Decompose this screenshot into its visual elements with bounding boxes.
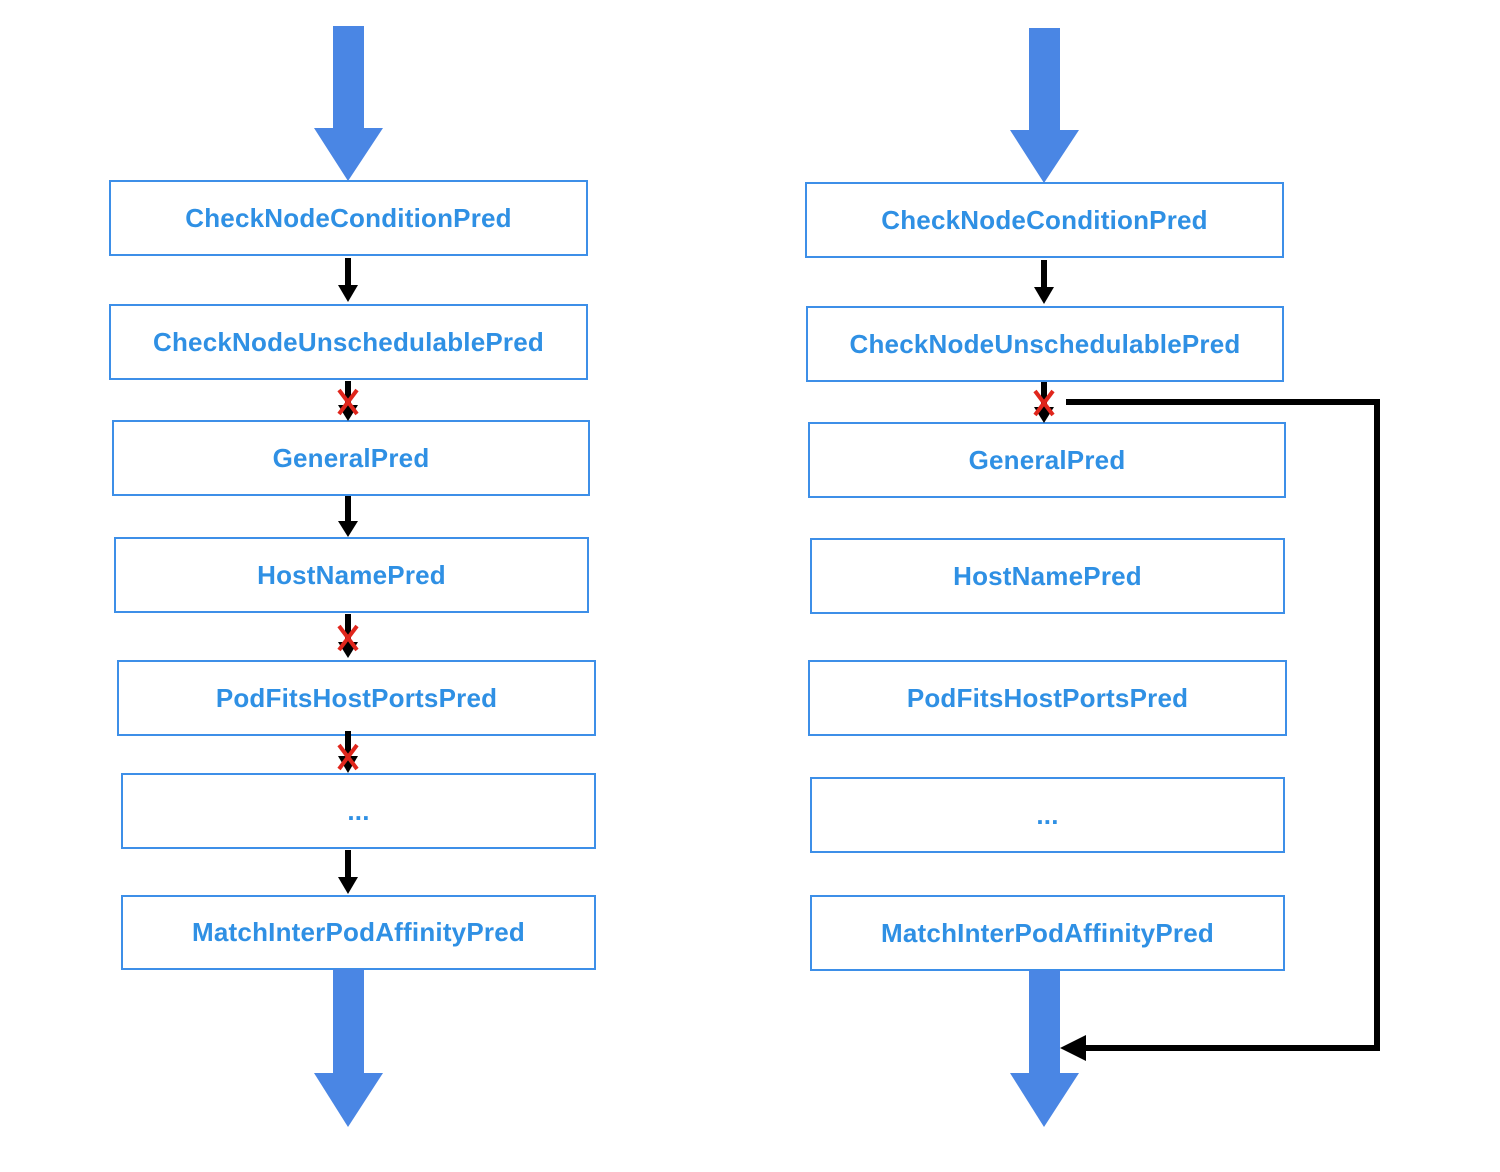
- left-step-arrow-5: [338, 731, 358, 773]
- left-box-general: GeneralPred: [112, 420, 590, 496]
- right-box-check-node-unschedulable: CheckNodeUnschedulablePred: [806, 306, 1284, 382]
- right-box-general: GeneralPred: [808, 422, 1286, 498]
- right-bypass-connector: [1060, 399, 1380, 1061]
- left-box-label: CheckNodeConditionPred: [185, 202, 512, 233]
- right-box-label: ...: [1036, 799, 1059, 830]
- failure-x-icon: [337, 388, 359, 416]
- left-box-check-node-unschedulable: CheckNodeUnschedulablePred: [109, 304, 588, 380]
- left-step-arrow-1: [338, 258, 358, 302]
- failure-x-icon: [1033, 389, 1055, 417]
- left-box-check-node-condition: CheckNodeConditionPred: [109, 180, 588, 256]
- left-box-label: HostNamePred: [257, 559, 446, 590]
- left-box-label: GeneralPred: [272, 442, 430, 473]
- left-step-arrow-3: [338, 496, 358, 537]
- left-exit-arrow: [314, 969, 383, 1127]
- right-box-label: MatchInterPodAffinityPred: [881, 917, 1214, 948]
- left-box-label: ...: [347, 795, 370, 826]
- right-box-host-name: HostNamePred: [810, 538, 1285, 614]
- right-box-ellipsis: ...: [810, 777, 1285, 853]
- left-box-label: MatchInterPodAffinityPred: [192, 917, 525, 947]
- failure-x-icon: [337, 743, 359, 771]
- right-step-arrow-1: [1034, 260, 1054, 304]
- left-step-arrow-6: [338, 850, 358, 894]
- left-box-ellipsis: ...: [121, 773, 596, 849]
- failure-x-icon: [337, 624, 359, 652]
- right-box-pod-fits-host-ports: PodFitsHostPortsPred: [808, 660, 1287, 736]
- right-box-label: GeneralPred: [968, 444, 1126, 475]
- left-box-pod-fits-host-ports: PodFitsHostPortsPred: [117, 660, 596, 736]
- left-box-host-name: HostNamePred: [114, 537, 589, 613]
- right-exit-arrow: [1010, 970, 1079, 1127]
- right-box-label: CheckNodeConditionPred: [881, 204, 1208, 235]
- right-box-label: HostNamePred: [953, 560, 1142, 591]
- right-box-match-inter-pod-affinity: MatchInterPodAffinityPred: [810, 895, 1285, 971]
- right-box-label: CheckNodeUnschedulablePred: [849, 328, 1241, 359]
- right-box-label: PodFitsHostPortsPred: [906, 682, 1189, 713]
- left-entry-arrow: [314, 26, 383, 181]
- right-box-check-node-condition: CheckNodeConditionPred: [805, 182, 1284, 258]
- left-box-label: CheckNodeUnschedulablePred: [153, 326, 544, 357]
- left-box-label: PodFitsHostPortsPred: [215, 682, 498, 713]
- right-entry-arrow: [1010, 28, 1079, 183]
- left-box-match-inter-pod-affinity: MatchInterPodAffinityPred: [121, 895, 596, 970]
